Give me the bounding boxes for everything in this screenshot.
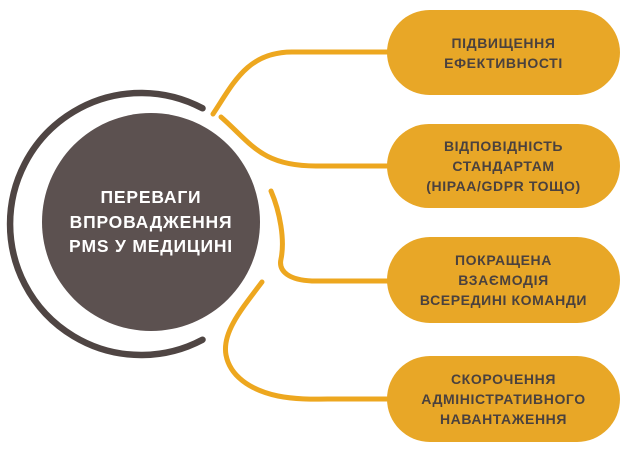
connector-line-3: [268, 188, 393, 284]
benefit-pill-compliance: ВІДПОВІДНІСТЬ СТАНДАРТАМ (HIPAA/GDPR ТОЩ…: [387, 124, 620, 208]
pill-text-line: СТАНДАРТАМ: [452, 158, 555, 174]
pill-text-line: ВІДПОВІДНІСТЬ: [443, 138, 564, 154]
pill-text-line: ПОКРАЩЕНА: [455, 252, 552, 268]
pill-text-line: ВЗАЄМОДІЯ: [458, 272, 549, 288]
benefit-pill-team-interaction: ПОКРАЩЕНА ВЗАЄМОДІЯ ВСЕРЕДИНІ КОМАНДИ: [387, 237, 620, 323]
benefit-pill-admin-load: СКОРОЧЕННЯ АДМІНІСТРАТИВНОГО НАВАНТАЖЕНН…: [387, 356, 620, 442]
pill-text-line: ПІДВИЩЕННЯ: [451, 34, 556, 51]
connector-line-4: [222, 279, 393, 402]
central-title-line: ВПРОВАДЖЕННЯ: [69, 211, 233, 232]
benefit-pill-efficiency: ПІДВИЩЕННЯ ЕФЕКТИВНОСТІ: [387, 10, 620, 95]
central-topic-title: ПЕРЕВАГИ ВПРОВАДЖЕННЯ PMS У МЕДИЦИНІ: [69, 185, 233, 259]
circle-outline-arc: [6, 89, 206, 359]
pill-text-line: СКОРОЧЕННЯ: [450, 371, 557, 387]
connector-line-1: [210, 49, 393, 117]
pill-text-line: ВСЕРЕДИНІ КОМАНДИ: [419, 292, 588, 308]
pill-text-line: (HIPAA/GDPR ТОЩО): [426, 178, 581, 194]
central-title-line: ПЕРЕВАГИ: [100, 187, 202, 208]
central-topic-circle: ПЕРЕВАГИ ВПРОВАДЖЕННЯ PMS У МЕДИЦИНІ: [42, 113, 260, 331]
pill-text-line: АДМІНІСТРАТИВНОГО: [421, 391, 586, 407]
connector-line-2: [218, 114, 393, 169]
central-title-line: PMS У МЕДИЦИНІ: [69, 236, 233, 257]
pill-text-line: ЕФЕКТИВНОСТІ: [444, 54, 563, 71]
pill-text-line: НАВАНТАЖЕННЯ: [439, 411, 568, 427]
